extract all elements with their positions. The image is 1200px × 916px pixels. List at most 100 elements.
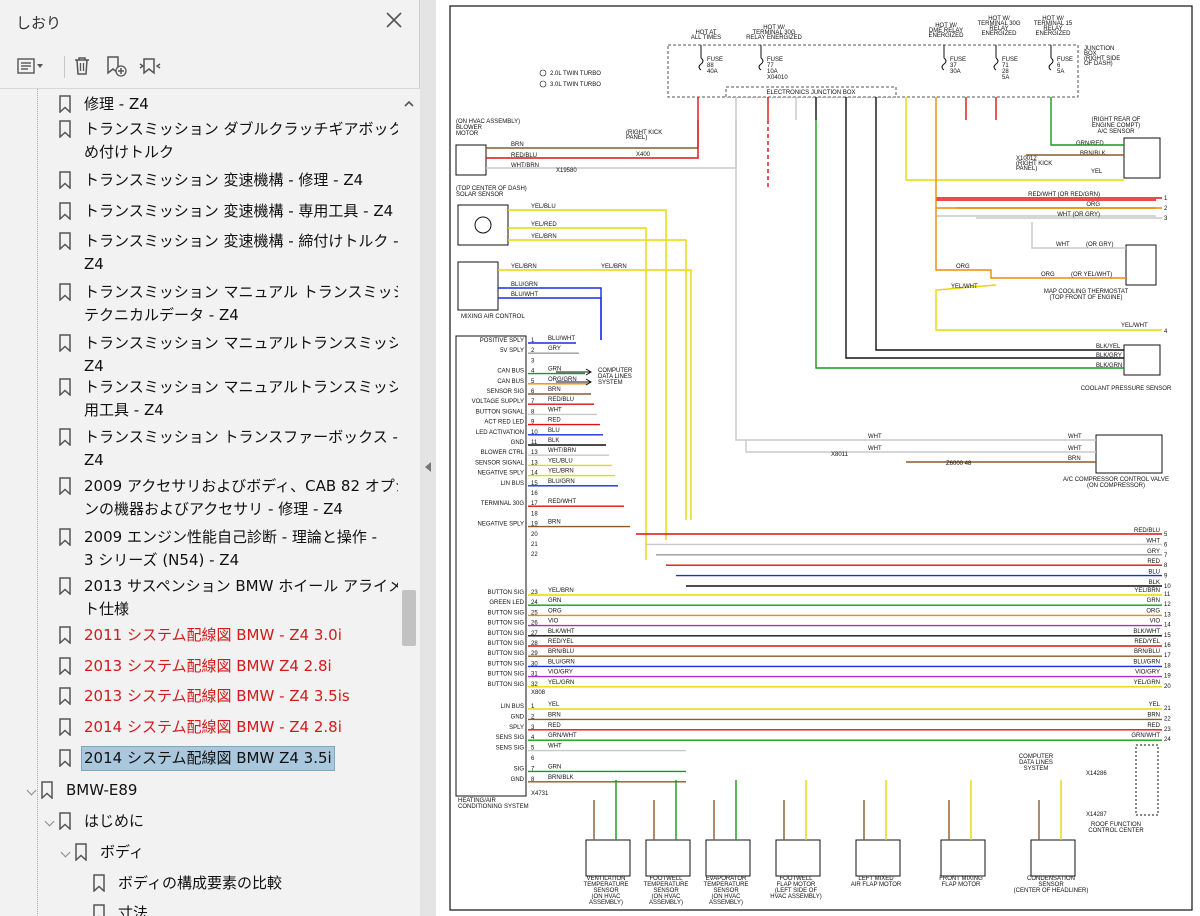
bookmark-label-line: トランスミッション 変速機構 - 締付けトルク -	[84, 232, 398, 250]
bookmark-label-line: め付けトルク	[84, 143, 175, 161]
bookmark-label: 2013 システム配線図 BMW - Z4 3.5is	[84, 685, 350, 708]
component-label: SOLAR SENSOR	[456, 192, 504, 198]
bookmarks-toolbar	[0, 46, 420, 89]
connector-label: X19580	[556, 168, 577, 174]
component-label: PANEL)	[1016, 166, 1037, 172]
wire-label: BLU/WHT	[548, 336, 575, 342]
component-label: (CENTER OF HEADLINER)	[1014, 888, 1089, 894]
pin-signal-label: ACT RED LED	[484, 420, 524, 426]
diagram-label: BLU/WHT	[511, 292, 538, 298]
diagram-label: WHT/BRN	[511, 163, 539, 169]
coolant-sensor-icon	[1123, 344, 1161, 376]
diagram-label: WHT	[1056, 242, 1070, 248]
wire-number: 20	[1164, 684, 1171, 690]
bookmark-icon	[58, 428, 72, 453]
pin-signal-label: BUTTON SIGNAL	[476, 409, 525, 415]
sensor-icon	[645, 839, 691, 877]
pin-number: 19	[531, 522, 538, 528]
new-bookmark-icon[interactable]	[102, 53, 130, 79]
sensor-icon	[775, 839, 821, 877]
roof-function-box	[1135, 744, 1159, 816]
connector-label: X400	[636, 152, 651, 158]
toolbar-separator	[64, 56, 65, 78]
bookmark-icon	[58, 283, 72, 308]
panel-splitter[interactable]	[420, 0, 436, 916]
bookmark-label: 2014 システム配線図 BMW Z4 3.5i	[81, 746, 335, 771]
expand-toggle-icon[interactable]	[44, 816, 55, 827]
pin-signal-label: BUTTON SIG	[487, 621, 524, 627]
bookmark-label-line: 用工具 - Z4	[84, 401, 164, 419]
expand-toggle-icon[interactable]	[60, 847, 71, 858]
component-label: ASSEMBLY)	[649, 900, 683, 906]
delete-icon[interactable]	[68, 53, 96, 79]
component-label: COMPUTER	[1019, 754, 1054, 760]
pin-signal-label: BUTTON SIG	[487, 631, 524, 637]
wire-label: RED/WHT	[548, 499, 576, 505]
bookmark-icon	[58, 232, 72, 257]
close-icon[interactable]	[384, 10, 404, 30]
options-icon[interactable]	[16, 53, 44, 79]
pin-number: 4	[531, 735, 535, 741]
component-label: BLOWER	[456, 125, 483, 131]
wire-label: YEL/BRN	[548, 588, 574, 594]
bookmark-label-line: Z4	[84, 255, 104, 273]
diagram-label: BRN	[511, 142, 524, 148]
scrollbar-thumb[interactable]	[402, 590, 416, 646]
pin-number: 6	[531, 389, 535, 395]
junction-label: BOX	[1084, 51, 1097, 57]
bookmark-icon	[58, 202, 72, 227]
diagram-label: BLK/GRY	[1096, 353, 1122, 359]
power-label: HOT W/	[763, 25, 785, 31]
component-label: VENTILATION	[587, 876, 626, 882]
wire	[845, 120, 1124, 359]
component-label: DATA LINES	[598, 374, 632, 380]
pin-number: 7	[531, 399, 535, 405]
pin-signal-label: CAN BUS	[497, 369, 524, 375]
wire-label: ORG	[548, 608, 562, 614]
component-label: SYSTEM	[1024, 766, 1049, 772]
bookmark-icon	[58, 477, 72, 502]
bookmark-label: トランスミッション 変速機構 - 専用工具 - Z4	[84, 200, 393, 223]
wire-label: RED/WHT (OR RED/GRN)	[1028, 192, 1100, 198]
wire-label: BLU/GRN	[1133, 659, 1160, 665]
diagram-label: RED/BLU	[511, 153, 537, 159]
collapse-arrow-icon[interactable]	[424, 458, 432, 472]
bookmarks-header: しおり	[0, 0, 420, 46]
expand-bookmark-icon[interactable]	[136, 53, 164, 79]
sensor-icon	[1030, 839, 1076, 877]
wire	[745, 440, 1096, 453]
wire-number: 1	[1164, 196, 1168, 202]
scroll-up-icon[interactable]	[402, 96, 416, 110]
component-label: FOOTWELL	[779, 876, 813, 882]
pin-signal-label: NEGATIVE SPLY	[478, 522, 524, 528]
pin-signal-label: BUTTON SIG	[487, 641, 524, 647]
component-label: COMPUTER	[598, 368, 633, 374]
wire-label: YEL/GRN	[1134, 680, 1160, 686]
pin-signal-label: POSITIVE SPLY	[480, 338, 524, 344]
tree-guide-line	[37, 89, 39, 916]
power-label: HOT W/	[935, 23, 957, 29]
expand-toggle-icon[interactable]	[26, 785, 37, 796]
pin-signal-label: SENS SIG	[496, 735, 525, 741]
component-label: CONDENSATION	[1027, 876, 1075, 882]
pin-number: 10	[531, 430, 538, 436]
pin-signal-label: BUTTON SIG	[487, 590, 524, 596]
scrollbar[interactable]	[398, 89, 420, 916]
wire-label: BRN/BLU	[548, 649, 574, 655]
wire-label: WHT/BRN	[548, 448, 576, 454]
pin-signal-label: SPLY	[509, 725, 524, 731]
component-label: ENGINE COMPT)	[1092, 123, 1140, 129]
pin-number: 6	[531, 756, 535, 762]
pin-signal-label: CAN BUS	[497, 379, 524, 385]
bookmark-label: トランスミッション 変速機構 - 締付けトルク - Z4	[84, 230, 398, 276]
bookmark-label-line: 2014 システム配線図 BMW Z4 3.5i	[84, 749, 332, 767]
component-label: MAP COOLING THERMOSTAT	[1044, 289, 1129, 295]
component-label: (RIGHT KICK	[1016, 161, 1052, 167]
pin-signal-label: 5V SPLY	[500, 348, 524, 354]
pin-number: 13	[531, 450, 538, 456]
wire-number: 11	[1164, 592, 1171, 598]
pin-number: 22	[531, 552, 538, 558]
pin-signal-label: BUTTON SIG	[487, 610, 524, 616]
fuse-label: 40A	[707, 69, 718, 75]
